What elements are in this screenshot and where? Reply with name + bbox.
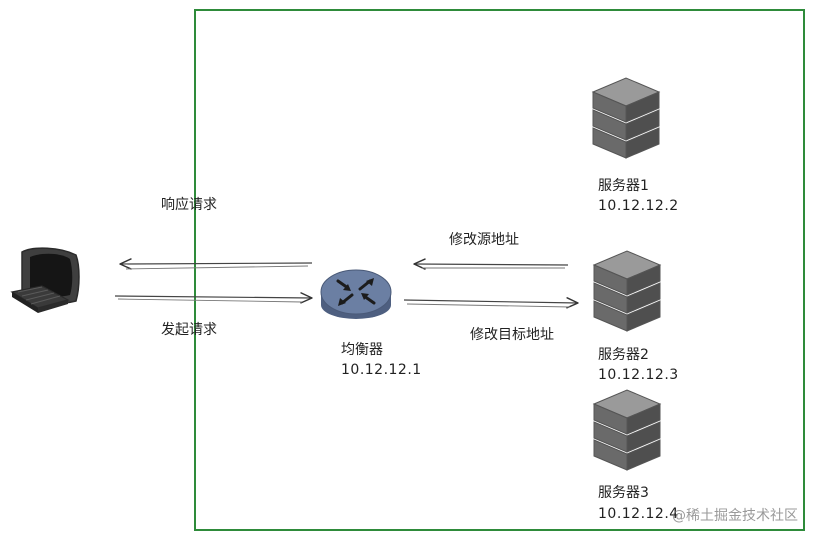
- modify-source-arrow: [413, 258, 569, 270]
- modify-source-label: 修改源地址: [449, 232, 519, 248]
- response-label: 响应请求: [161, 197, 217, 213]
- request-arrow: [114, 292, 313, 304]
- router-icon: [320, 269, 392, 319]
- server-3-name: 服务器3: [598, 485, 649, 501]
- load-balancer-name: 均衡器: [341, 342, 383, 358]
- network-boundary: [194, 9, 805, 531]
- server-1-icon: [591, 77, 661, 159]
- watermark: @稀土掘金技术社区: [672, 508, 798, 524]
- request-label: 发起请求: [161, 322, 217, 338]
- load-balancer-ip: 10.12.12.1: [341, 362, 422, 378]
- modify-target-arrow: [403, 297, 579, 309]
- server-3-ip: 10.12.12.4: [598, 506, 679, 522]
- computer-icon: [10, 247, 80, 313]
- server-3-icon: [592, 389, 662, 471]
- server-1-ip: 10.12.12.2: [598, 198, 679, 214]
- response-arrow: [119, 258, 313, 270]
- server-1-name: 服务器1: [598, 178, 649, 194]
- server-2-icon: [592, 250, 662, 332]
- server-2-ip: 10.12.12.3: [598, 367, 679, 383]
- server-2-name: 服务器2: [598, 347, 649, 363]
- modify-target-label: 修改目标地址: [470, 327, 554, 343]
